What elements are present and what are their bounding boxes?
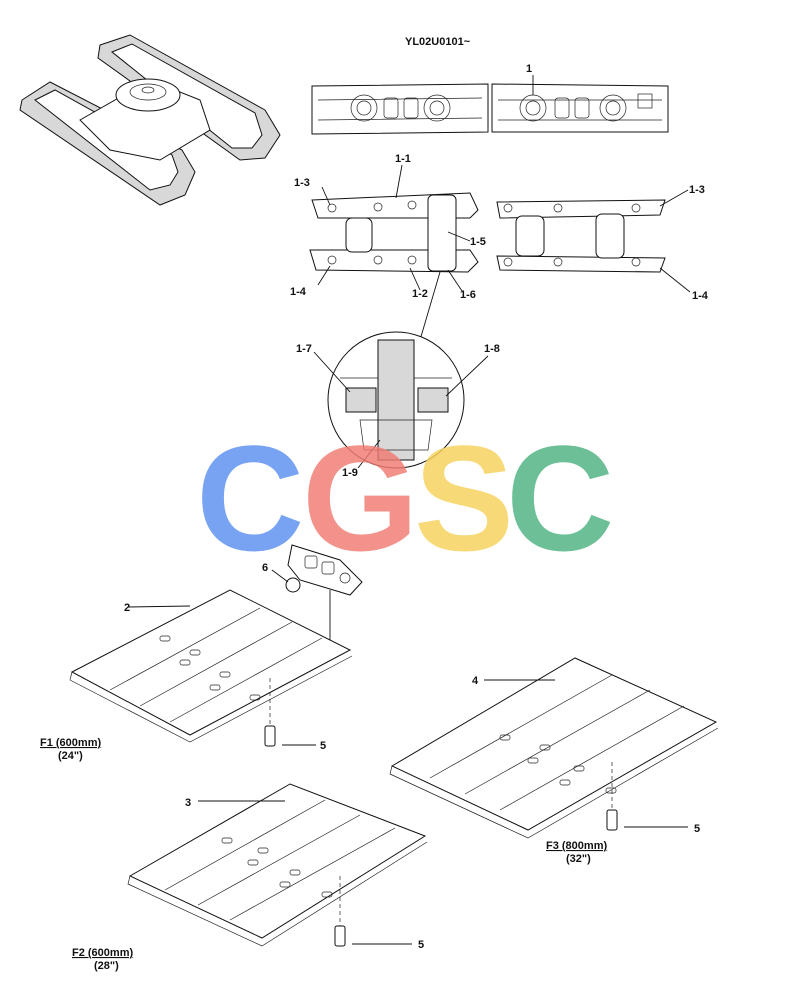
shoe-size-f2: F2 (600mm) xyxy=(72,947,133,959)
shoe-size-f1: F1 (600mm) xyxy=(40,737,101,749)
undercarriage-overview xyxy=(19,34,281,206)
shoe-size-f1-inch: (24") xyxy=(58,750,83,762)
callout-1: 1 xyxy=(526,63,532,75)
serial-range-label: YL02U0101~ xyxy=(405,36,471,48)
shoe-bolt-f1 xyxy=(264,678,316,747)
callout-1-6: 1-6 xyxy=(460,289,476,301)
shoe-bolt-f2 xyxy=(334,876,412,947)
callout-3: 3 xyxy=(185,797,191,809)
watermark-letter-s: S xyxy=(414,414,514,582)
callout-6: 6 xyxy=(262,562,268,574)
watermark-letter-c1: C xyxy=(196,414,304,582)
watermark-logo: C G S C xyxy=(196,414,614,582)
callout-1-3-left: 1-3 xyxy=(294,177,310,189)
track-shoe-f3 xyxy=(389,657,719,839)
callout-1-4-right: 1-4 xyxy=(692,290,709,302)
callout-1-1: 1-1 xyxy=(395,153,411,165)
pin-seal-detail xyxy=(313,331,489,469)
exploded-links-left xyxy=(309,192,479,273)
track-link-assembly xyxy=(311,75,669,135)
callout-4: 4 xyxy=(472,675,479,687)
callout-5-f2: 5 xyxy=(418,939,424,951)
callout-1-7: 1-7 xyxy=(296,343,312,355)
shoe-size-f3: F3 (800mm) xyxy=(546,840,607,852)
callout-1-8: 1-8 xyxy=(484,343,500,355)
track-shoe-f2 xyxy=(127,783,428,947)
leader-lines-upper xyxy=(317,164,691,341)
callout-1-4-left: 1-4 xyxy=(290,286,307,298)
callout-2: 2 xyxy=(124,602,130,614)
shoe-size-f3-inch: (32") xyxy=(566,853,591,865)
shoe-nut-detail xyxy=(271,544,363,681)
shoe-size-f2-inch: (28") xyxy=(94,960,119,972)
callout-1-3-right: 1-3 xyxy=(689,184,705,196)
callout-1-5: 1-5 xyxy=(470,236,486,248)
callout-5-f3: 5 xyxy=(694,823,700,835)
shoe-bolt-f3 xyxy=(606,762,688,831)
callout-5-f1: 5 xyxy=(320,740,326,752)
track-shoe-f1 xyxy=(69,589,353,743)
callout-1-2: 1-2 xyxy=(412,288,428,300)
exploded-links-right xyxy=(496,199,666,273)
watermark-letter-c2: C xyxy=(506,414,614,582)
callout-1-9: 1-9 xyxy=(342,467,358,479)
